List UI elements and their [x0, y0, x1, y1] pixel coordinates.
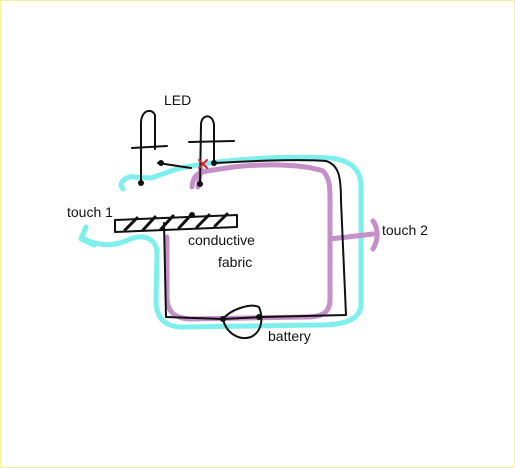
led-left-crossbar: [131, 145, 168, 149]
led-label: LED: [164, 92, 192, 108]
fabric-hatch-1: [123, 216, 139, 232]
led-leg-left: [140, 109, 156, 185]
junction-dot: [211, 160, 217, 166]
main-circuit-wire: [163, 159, 347, 320]
junction-dot: [220, 316, 226, 322]
junction-dot: [189, 212, 195, 218]
fabric-hatch-3: [159, 214, 175, 231]
purple-touch2-tip: [370, 218, 380, 252]
fabric-hatch-2: [141, 215, 157, 232]
cyan-arrow-head: [78, 224, 97, 248]
junction-dot: [138, 180, 144, 186]
touch-2-label: touch 2: [382, 222, 428, 238]
junction-dot: [197, 181, 203, 187]
junction-dot: [256, 314, 262, 320]
junction-dot: [158, 160, 164, 166]
purple-touch2-lead: [327, 231, 376, 242]
fabric-hatch-5: [195, 213, 211, 229]
cyan-loop: [81, 154, 364, 330]
battery-label: battery: [268, 328, 311, 344]
red-x-marker: [198, 159, 208, 169]
touch-1-label: touch 1: [67, 204, 113, 220]
conductive-fabric-label-line1: conductive: [188, 232, 255, 248]
connection-dots: [138, 160, 262, 322]
led-right-crossbar: [188, 140, 235, 143]
led-leg-right: [199, 115, 215, 186]
black-ink: [114, 109, 347, 339]
cyan-trace: [78, 154, 364, 330]
conductive-fabric-strip: [114, 214, 238, 233]
conductive-fabric-label-line2: fabric: [218, 254, 253, 270]
battery-loop: [222, 304, 263, 339]
fabric-hatch-4: [177, 213, 193, 230]
fabric-hatch-6: [213, 212, 229, 228]
